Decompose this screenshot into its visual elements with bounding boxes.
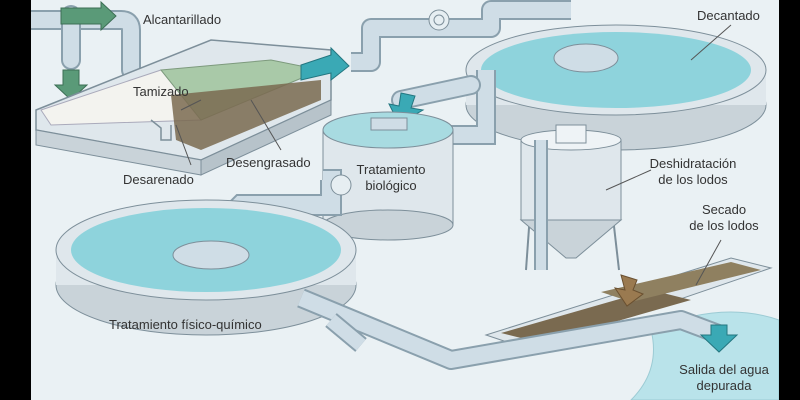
label-deshidratacion: Deshidratación de los lodos <box>649 156 737 187</box>
biologico-tank <box>322 111 454 241</box>
salida-arrow <box>699 324 739 353</box>
label-secado: Secado de los lodos <box>689 202 759 233</box>
channel-outflow-arrow <box>300 46 350 82</box>
pipe-to-decantado <box>351 0 571 72</box>
label-salida: Salida del agua depurada <box>679 362 769 393</box>
secado-inflow-arrow <box>613 274 645 307</box>
label-desengrasado: Desengrasado <box>226 155 311 170</box>
plant-illustration <box>31 0 779 400</box>
label-decantado: Decantado <box>697 8 760 23</box>
label-desarenado: Desarenado <box>123 172 194 187</box>
fisicoquimico-tank <box>55 199 357 336</box>
diagram-canvas: Alcantarillado Tamizado Desarenado Desen… <box>31 0 779 400</box>
decantado-tank <box>465 24 767 151</box>
deshidratacion-silo <box>519 124 623 271</box>
label-tratamiento-biologico: Tratamiento biológico <box>356 162 426 193</box>
label-alcantarillado: Alcantarillado <box>143 12 222 27</box>
inlet-arrow <box>60 0 117 32</box>
leader-lines <box>175 24 732 286</box>
inlet-pipe <box>31 5 141 80</box>
label-fisico-quimico: Tratamiento físico-químico <box>109 317 262 332</box>
label-tamizado: Tamizado <box>133 84 189 99</box>
pretreatment-channel <box>35 39 332 176</box>
pipe-to-salida <box>297 288 725 370</box>
